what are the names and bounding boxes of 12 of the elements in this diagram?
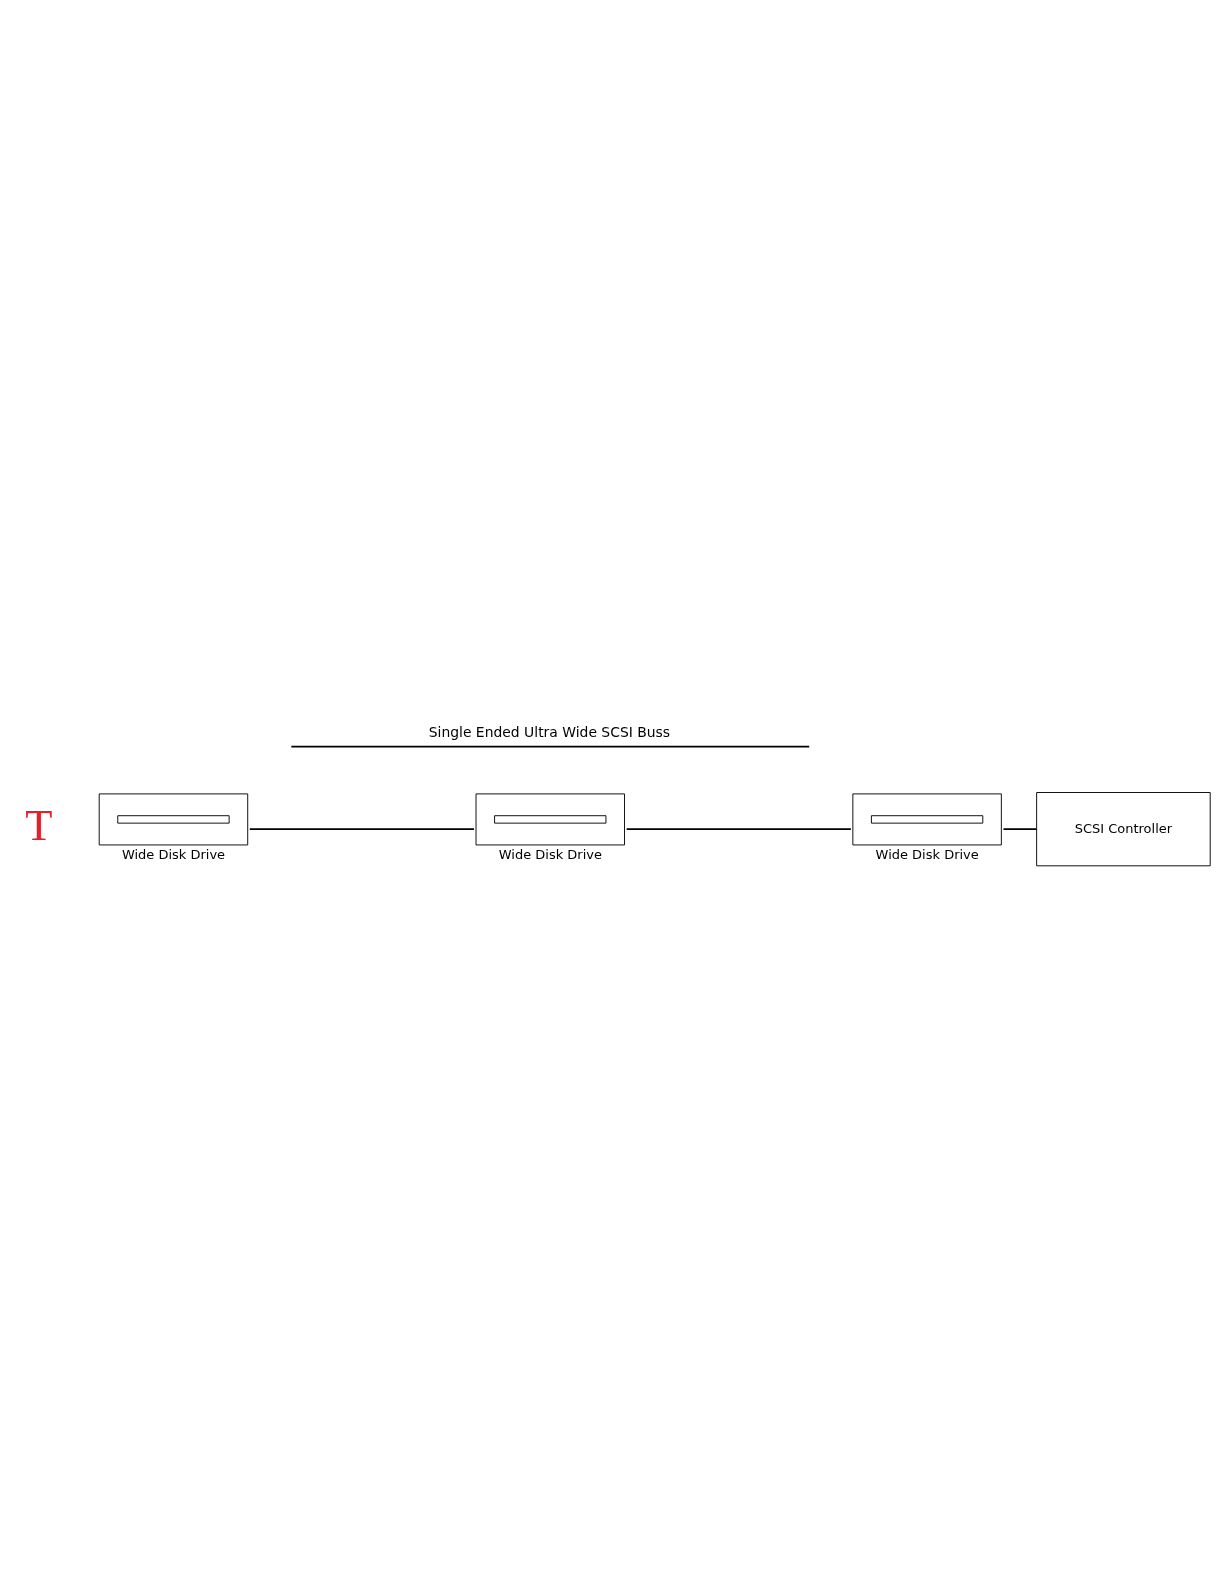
connector bbox=[625, 827, 852, 830]
node-box: SCSI Controller bbox=[1036, 791, 1211, 866]
node-box bbox=[852, 792, 1002, 845]
connector bbox=[248, 827, 475, 830]
label: Single Ended Ultra Wide SCSI Buss bbox=[428, 723, 671, 740]
connector bbox=[1002, 827, 1038, 830]
node-box bbox=[475, 792, 625, 845]
label: T bbox=[25, 799, 53, 850]
node-label: Wide Disk Drive bbox=[498, 846, 602, 862]
node-label: Wide Disk Drive bbox=[875, 846, 979, 862]
node-box bbox=[98, 792, 249, 845]
node-label: Wide Disk Drive bbox=[121, 846, 226, 862]
